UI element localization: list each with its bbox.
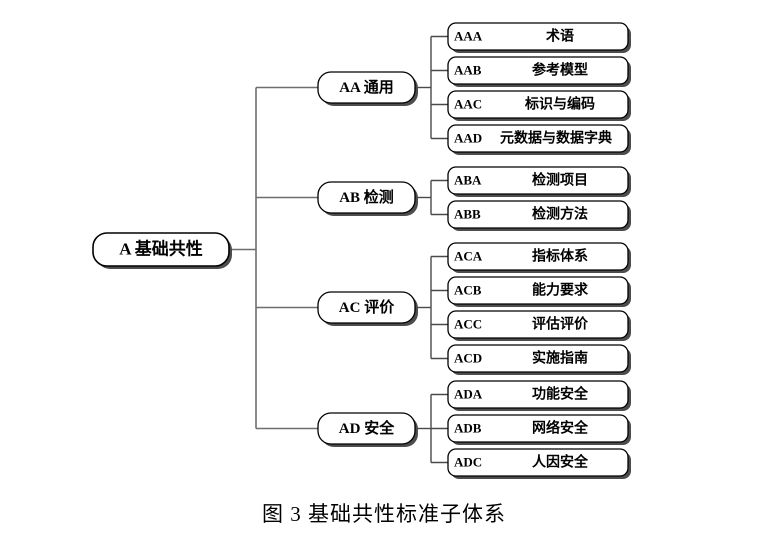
branch-label: AC 评价 — [339, 299, 395, 316]
leaf-node[interactable]: ACA 指标体系 — [447, 242, 631, 273]
branch-node[interactable]: AC 评价 — [317, 291, 418, 326]
leaf-code: AAB — [454, 62, 482, 77]
leaf-label: 标识与编码 — [524, 96, 595, 113]
leaf-node[interactable]: ACD 实施指南 — [447, 344, 631, 375]
leaf-label: 检测项目 — [532, 172, 588, 189]
figure-caption: 图 3 基础共性标准子体系 — [262, 502, 506, 526]
root-node[interactable]: A 基础共性 — [92, 232, 232, 269]
leaf-code: AAD — [454, 130, 482, 145]
branch-node[interactable]: AB 检测 — [317, 181, 418, 216]
leaf-node[interactable]: ABA 检测项目 — [447, 166, 631, 197]
leaf-code: ACB — [454, 282, 482, 297]
leaf-label: 参考模型 — [532, 62, 588, 79]
leaf-code: ABB — [454, 206, 481, 221]
leaf-node[interactable]: AAC 标识与编码 — [447, 90, 631, 121]
leaf-label: 功能安全 — [532, 386, 589, 403]
root-label: A 基础共性 — [119, 238, 203, 258]
leaf-label: 元数据与数据字典 — [500, 130, 612, 147]
leaf-node[interactable]: ACB 能力要求 — [447, 276, 631, 307]
leaf-code: ADB — [454, 420, 482, 435]
node-boxes: AAA 术语 AAB 参考模型 AAC 标识与编码 AAD 元数据与数据字典 AA 通用 ABA 检… — [92, 22, 631, 479]
leaf-label: 网络安全 — [532, 420, 589, 437]
leaf-code: AAC — [454, 96, 482, 111]
leaf-label: 术语 — [546, 28, 574, 45]
branch-label: AA 通用 — [339, 79, 394, 96]
branch-label: AD 安全 — [339, 419, 395, 437]
leaf-label: 人因安全 — [532, 454, 589, 471]
leaf-node[interactable]: AAB 参考模型 — [447, 56, 631, 87]
leaf-label: 实施指南 — [532, 350, 588, 367]
branch-node[interactable]: AD 安全 — [317, 412, 418, 447]
leaf-node[interactable]: ADC 人因安全 — [447, 448, 631, 479]
leaf-node[interactable]: AAD 元数据与数据字典 — [447, 124, 631, 155]
leaf-label: 能力要求 — [532, 282, 589, 299]
leaf-node[interactable]: AAA 术语 — [447, 22, 631, 53]
leaf-label: 指标体系 — [532, 248, 588, 265]
leaf-code: ADA — [454, 386, 483, 401]
leaf-code: ACD — [454, 350, 482, 365]
leaf-code: ADC — [454, 454, 482, 469]
branch-node[interactable]: AA 通用 — [317, 71, 418, 106]
leaf-label: 评估评价 — [532, 316, 589, 333]
leaf-node[interactable]: ADB 网络安全 — [447, 414, 631, 445]
leaf-node[interactable]: ABB 检测方法 — [447, 200, 631, 231]
leaf-code: ACC — [454, 316, 482, 331]
branch-label: AB 检测 — [339, 188, 394, 206]
leaf-code: ACA — [454, 248, 483, 263]
leaf-label: 检测方法 — [532, 206, 588, 223]
leaf-node[interactable]: ACC 评估评价 — [447, 310, 631, 341]
leaf-code: AAA — [454, 28, 483, 43]
leaf-node[interactable]: ADA 功能安全 — [447, 380, 631, 411]
leaf-code: ABA — [454, 172, 482, 187]
